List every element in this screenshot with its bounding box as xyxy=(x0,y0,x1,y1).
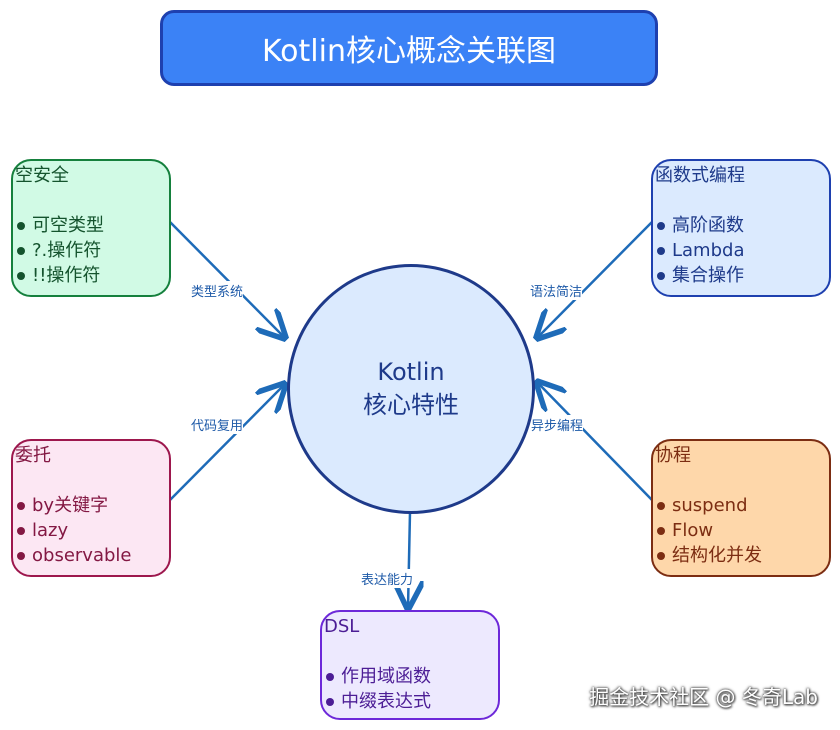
node-list: suspend Flow 结构化并发 xyxy=(655,493,762,568)
list-item: 作用域函数 xyxy=(324,664,431,689)
node-list: 高阶函数 Lambda 集合操作 xyxy=(655,213,744,288)
list-item: ?.操作符 xyxy=(15,238,104,263)
list-item: by关键字 xyxy=(15,493,131,518)
list-item: 可空类型 xyxy=(15,213,104,238)
center-title: Kotlin xyxy=(377,358,445,386)
edge-label-coroutines: 异步编程 xyxy=(531,415,584,434)
node-list: 作用域函数 中缀表达式 xyxy=(324,664,431,714)
edge-label-dsl: 表达能力 xyxy=(361,569,414,588)
watermark: 掘金技术社区 @ 冬奇Lab xyxy=(589,685,818,709)
edge-dsl xyxy=(408,511,410,608)
node-functional: 函数式编程 高阶函数 Lambda 集合操作 xyxy=(651,159,831,297)
diagram-title: Kotlin核心概念关联图 xyxy=(160,10,658,86)
center-subtitle: 核心特性 xyxy=(363,391,459,419)
edge-label-functional: 语法简洁 xyxy=(530,281,583,300)
node-dsl: DSL 作用域函数 中缀表达式 xyxy=(320,610,500,720)
node-list: by关键字 lazy observable xyxy=(15,493,131,568)
node-list: 可空类型 ?.操作符 !!操作符 xyxy=(15,213,104,288)
list-item: 集合操作 xyxy=(655,263,744,288)
node-null-safety: 空安全 可空类型 ?.操作符 !!操作符 xyxy=(11,159,171,297)
node-title: DSL xyxy=(324,616,360,637)
edge-null-safety xyxy=(169,221,285,338)
list-item: Flow xyxy=(655,518,762,543)
edge-coroutines xyxy=(537,382,653,501)
center-node: Kotlin 核心特性 xyxy=(287,264,535,514)
list-item: Lambda xyxy=(655,238,744,263)
list-item: observable xyxy=(15,543,131,568)
list-item: suspend xyxy=(655,493,762,518)
list-item: lazy xyxy=(15,518,131,543)
list-item: 结构化并发 xyxy=(655,543,762,568)
node-title: 函数式编程 xyxy=(655,165,745,186)
node-coroutines: 协程 suspend Flow 结构化并发 xyxy=(651,439,831,577)
edge-label-delegation: 代码复用 xyxy=(191,415,244,434)
list-item: 高阶函数 xyxy=(655,213,744,238)
edge-functional xyxy=(537,221,653,338)
list-item: !!操作符 xyxy=(15,263,104,288)
node-title: 委托 xyxy=(15,445,51,466)
node-title: 空安全 xyxy=(15,165,69,186)
list-item: 中缀表达式 xyxy=(324,689,431,714)
edge-label-null-safety: 类型系统 xyxy=(191,281,244,300)
node-title: 协程 xyxy=(655,445,691,466)
edge-delegation xyxy=(169,384,285,501)
node-delegation: 委托 by关键字 lazy observable xyxy=(11,439,171,577)
